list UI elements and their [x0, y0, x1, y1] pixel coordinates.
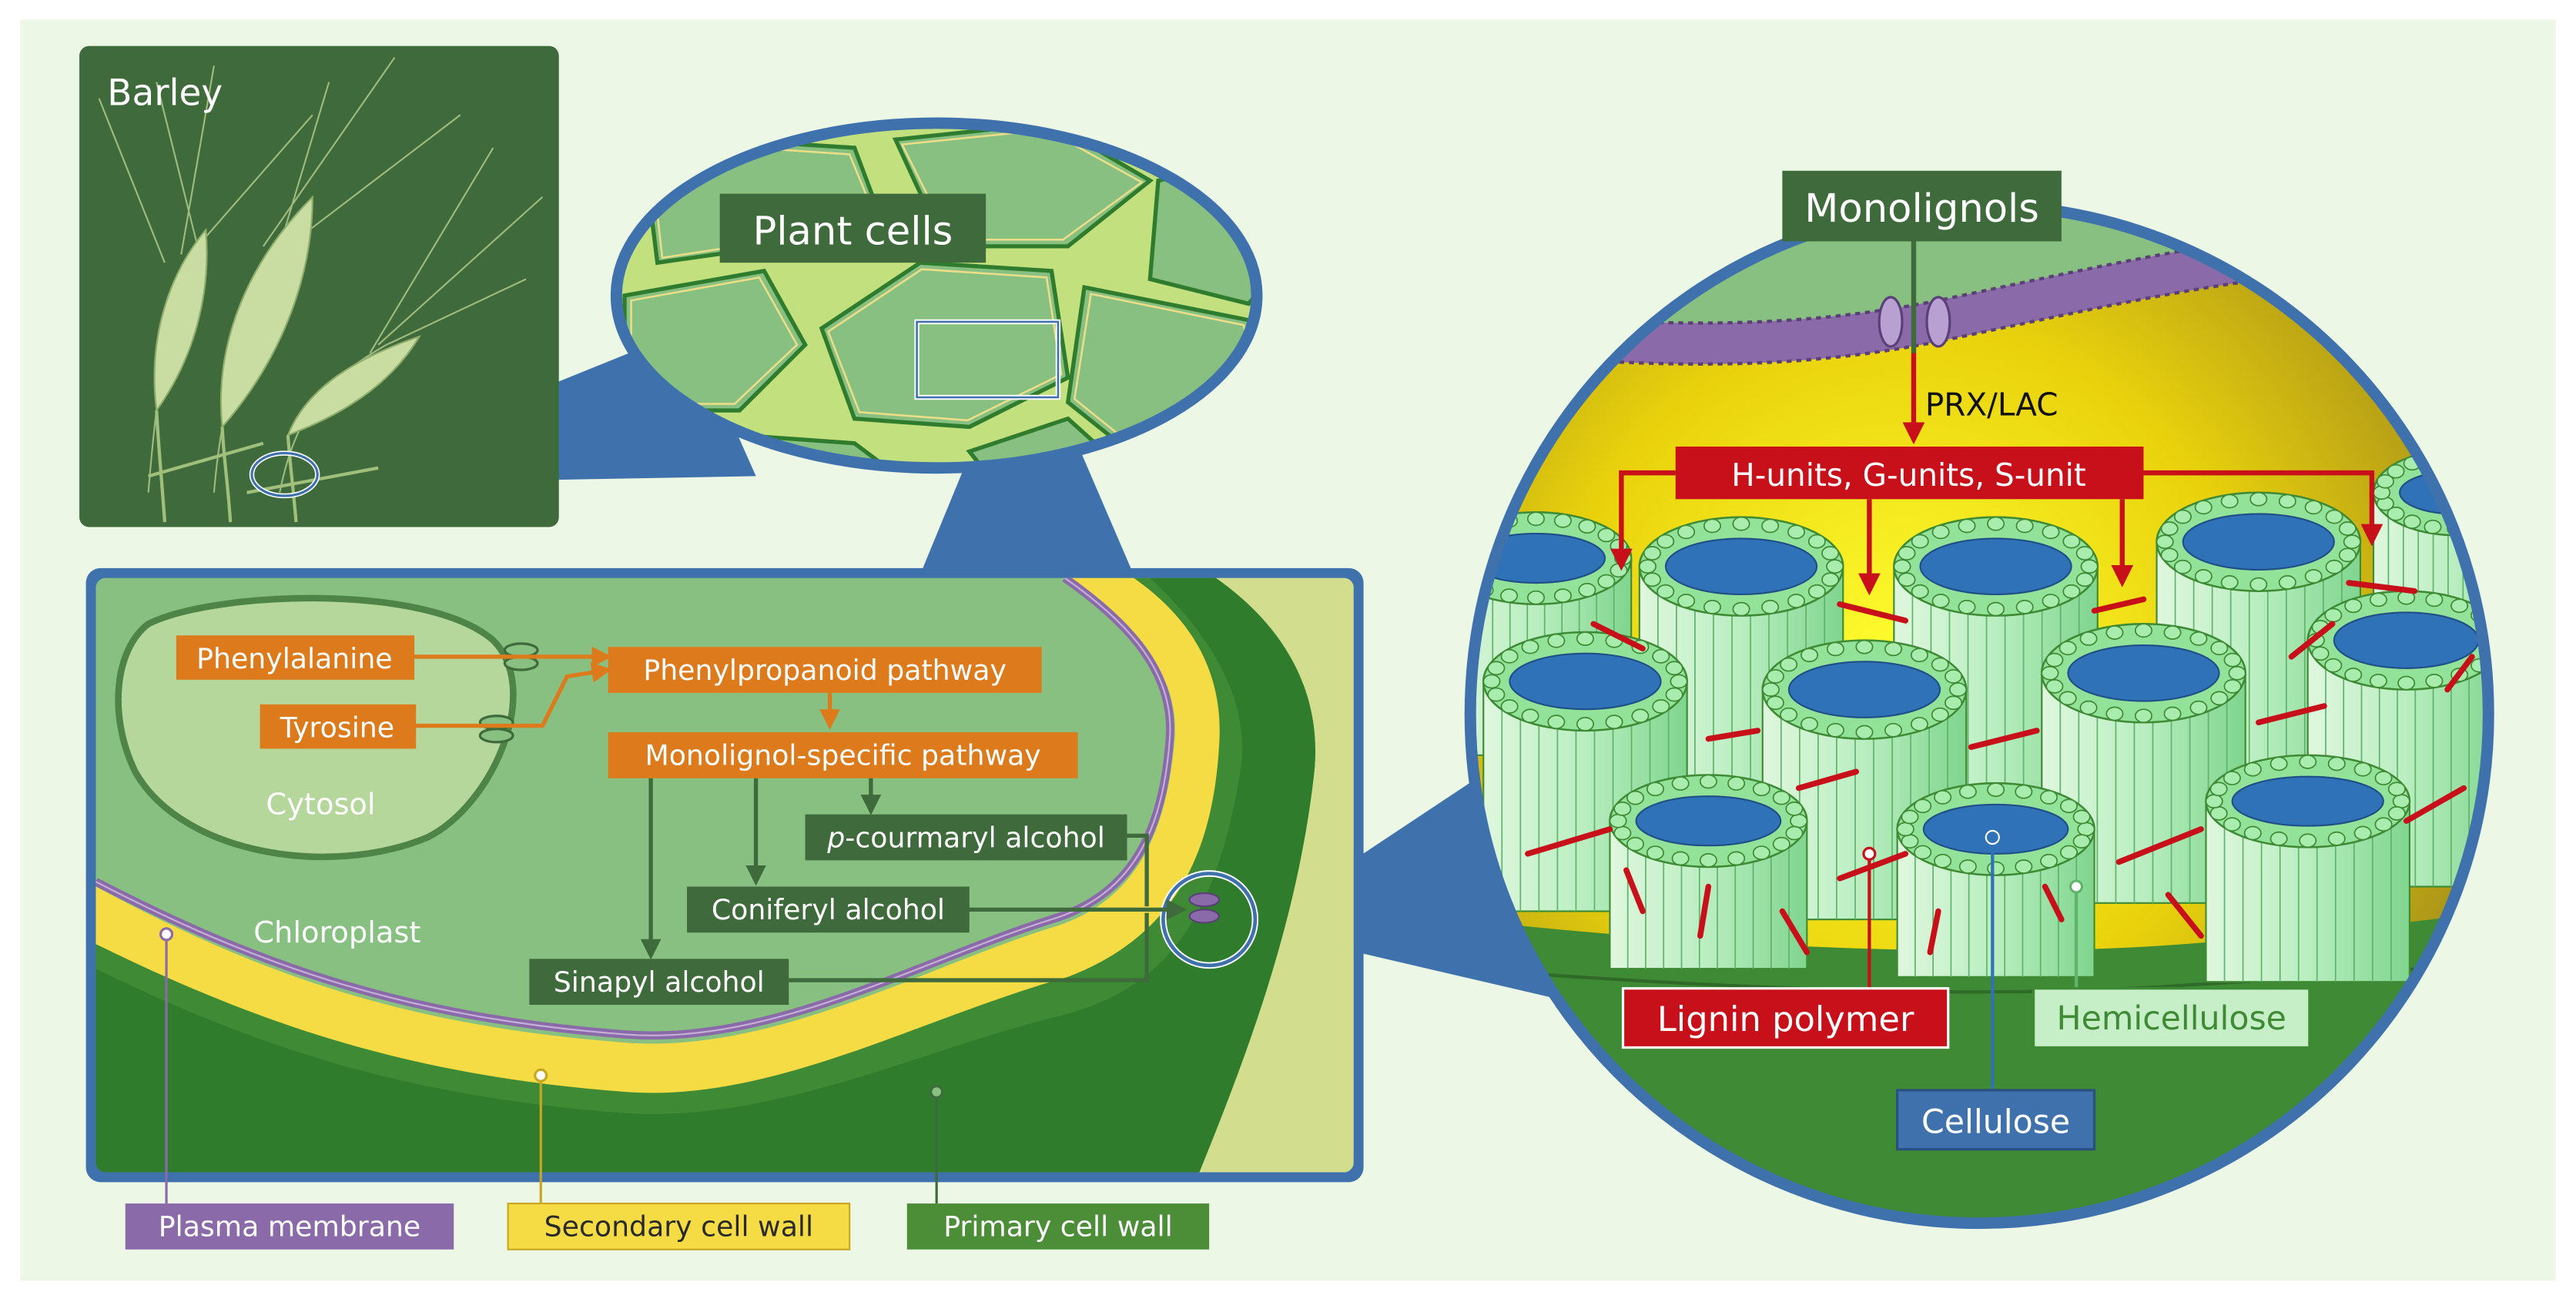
- p-coumaryl-label: p-courmaryl alcohol: [826, 821, 1105, 854]
- secondary-wall-label: Secondary cell wall: [544, 1210, 813, 1243]
- primary-wall-label: Primary cell wall: [943, 1210, 1173, 1243]
- lignin-polymer-label: Lignin polymer: [1657, 999, 1914, 1039]
- wall-callouts: Plasma membrane Secondary cell wall Prim…: [125, 927, 1210, 1250]
- barley-panel: Barley: [79, 45, 559, 527]
- chloroplast-label: Chloroplast: [253, 915, 420, 950]
- barley-label: Barley: [107, 72, 223, 114]
- hemicellulose-label: Hemicellulose: [2057, 999, 2286, 1038]
- units-label: H-units, G-units, S-unit: [1731, 457, 2086, 494]
- fibril-bundle: [1609, 774, 1808, 970]
- lignin-crosslinks: [1525, 580, 2475, 956]
- phenylpropanoid-label: Phenylpropanoid pathway: [643, 654, 1007, 687]
- cellulose-fibrils: [1470, 449, 2489, 983]
- phenylalanine-label: Phenylalanine: [196, 642, 392, 675]
- fibril-bundle: [1638, 516, 1844, 798]
- cytosol-label: Cytosol: [266, 788, 375, 822]
- cellulose-label: Cellulose: [1921, 1103, 2070, 1141]
- tyrosine-label: Tyrosine: [280, 711, 394, 744]
- fibril-bundle: [1896, 782, 2095, 978]
- monolignols-label: Monolignols: [1804, 186, 2039, 232]
- sinapyl-label: Sinapyl alcohol: [554, 966, 765, 999]
- plasma-membrane-label: Plasma membrane: [159, 1210, 420, 1243]
- cell-detail-box: Phenylalanine Tyrosine Phenylpropanoid p…: [85, 567, 1364, 1183]
- monolignol-specific-label: Monolignol-specific pathway: [645, 739, 1040, 772]
- zoom-connector-2: [920, 399, 1134, 575]
- plant-cells-label: Plant cells: [752, 209, 953, 255]
- unit-arrows: [1610, 353, 2383, 596]
- fibril-bundle: [2205, 754, 2411, 983]
- prx-lac-label: PRX/LAC: [1925, 386, 2058, 423]
- coniferyl-label: Coniferyl alcohol: [712, 893, 945, 926]
